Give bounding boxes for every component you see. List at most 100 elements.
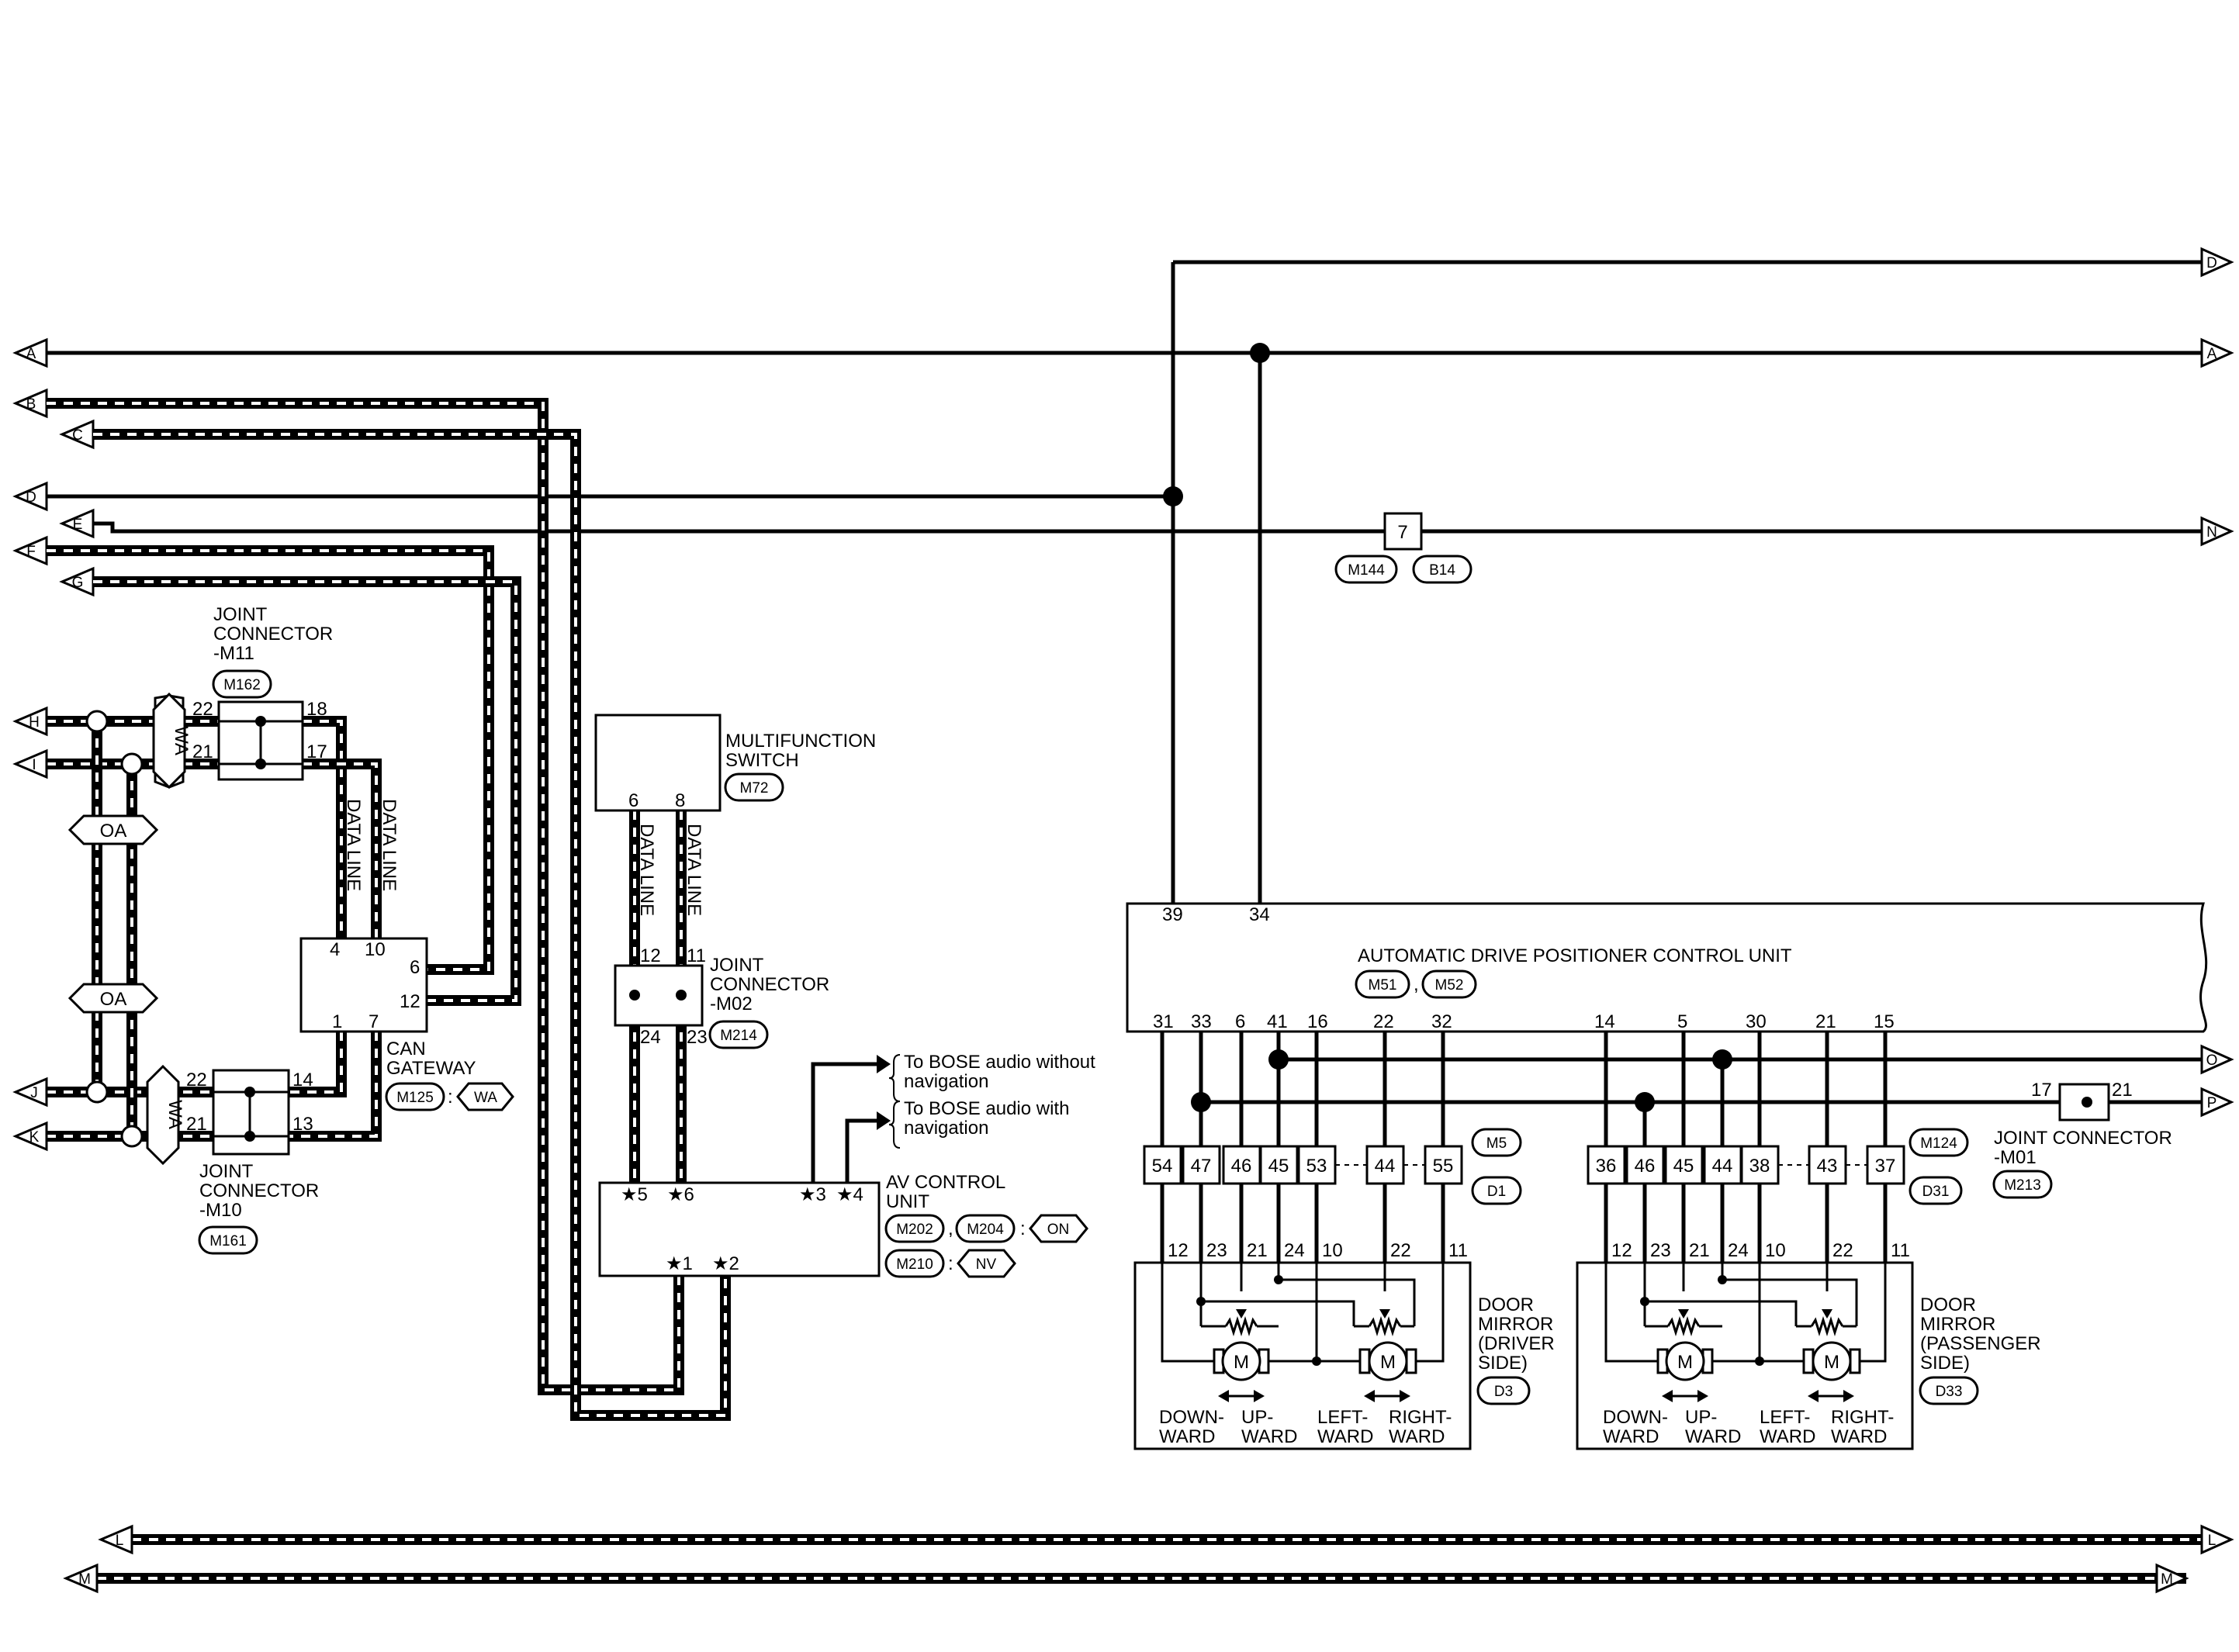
svg-text:navigation: navigation <box>904 1118 988 1139</box>
svg-text:WA: WA <box>164 1100 185 1129</box>
svg-text:1: 1 <box>332 1011 342 1032</box>
svg-text:M72: M72 <box>740 780 769 797</box>
offpage-left-d: D <box>12 481 48 512</box>
svg-text:18: 18 <box>306 699 327 720</box>
svg-text:M162: M162 <box>223 677 261 693</box>
svg-text:WA: WA <box>474 1090 497 1106</box>
svg-text:A: A <box>2207 346 2217 362</box>
comm-wire-f <box>47 545 494 975</box>
offpage-left-components: H I J K <box>12 706 48 1152</box>
svg-text:M214: M214 <box>720 1028 757 1044</box>
svg-text:P: P <box>2207 1095 2217 1111</box>
adp-output-wires <box>1160 1032 2202 1146</box>
svg-text:LEFT-: LEFT- <box>1760 1407 1810 1428</box>
svg-text:AV CONTROL: AV CONTROL <box>886 1172 1005 1193</box>
offpage-bottom-connectors: L L M M <box>63 1524 2234 1594</box>
svg-text:OA: OA <box>100 821 127 842</box>
wire-e-n <box>93 521 2202 534</box>
comm-wires <box>47 398 2202 1584</box>
offpage-left-l: L <box>98 1524 133 1555</box>
svg-text:22: 22 <box>192 699 213 720</box>
svg-text:UP-: UP- <box>1685 1407 1717 1428</box>
offpage-right-n: N <box>2200 516 2234 547</box>
offpage-right-l: L <box>2200 1524 2234 1555</box>
svg-text:,: , <box>948 1218 953 1239</box>
svg-text:L: L <box>2208 1533 2217 1549</box>
svg-text:7: 7 <box>1397 522 1407 543</box>
svg-text:M204: M204 <box>967 1222 1004 1238</box>
svg-text:16: 16 <box>1307 1011 1328 1032</box>
svg-text:★3: ★3 <box>799 1184 826 1205</box>
svg-text:★4: ★4 <box>836 1184 863 1205</box>
svg-text:M: M <box>1824 1352 1839 1373</box>
option-wa-lower: WA <box>146 1064 185 1166</box>
joint-connector-m01: 17 21 JOINT CONNECTOR -M01 M213 <box>1992 1080 2172 1199</box>
harness-connector-passenger: 36 46 45 44 38 43 37 M124 D31 <box>1587 1128 1969 1205</box>
svg-text:DOWN-: DOWN- <box>1159 1407 1224 1428</box>
svg-text:SIDE): SIDE) <box>1920 1353 1970 1374</box>
svg-text:36: 36 <box>1596 1156 1617 1177</box>
svg-text:WA: WA <box>171 726 192 755</box>
svg-text:11: 11 <box>1448 1240 1468 1261</box>
svg-text:53: 53 <box>1306 1156 1327 1177</box>
svg-text:41: 41 <box>1267 1011 1288 1032</box>
svg-text:K: K <box>29 1129 40 1146</box>
svg-text:M51: M51 <box>1369 977 1397 994</box>
svg-text:32: 32 <box>1431 1011 1452 1032</box>
svg-text:33: 33 <box>1191 1011 1212 1032</box>
svg-text:-M01: -M01 <box>1994 1147 2037 1168</box>
offpage-right-d: D <box>2200 247 2234 278</box>
svg-text:To BOSE audio without: To BOSE audio without <box>904 1052 1095 1073</box>
svg-text:23: 23 <box>1650 1240 1671 1261</box>
svg-text:DATA LINE: DATA LINE <box>379 799 400 891</box>
svg-text:11: 11 <box>687 945 706 966</box>
svg-text:M: M <box>1234 1352 1249 1373</box>
svg-text:12: 12 <box>400 991 420 1012</box>
svg-text:55: 55 <box>1433 1156 1454 1177</box>
svg-text:RIGHT-: RIGHT- <box>1389 1407 1452 1428</box>
svg-text:44: 44 <box>1375 1156 1396 1177</box>
svg-text:14: 14 <box>1594 1011 1615 1032</box>
offpage-left-c: C <box>59 419 95 450</box>
svg-text:M: M <box>2161 1571 2173 1588</box>
svg-text:OA: OA <box>100 989 127 1010</box>
offpage-left-a: A <box>12 337 48 368</box>
offpage-left-m: M <box>63 1563 99 1594</box>
svg-text:44: 44 <box>1712 1156 1733 1177</box>
svg-text:SIDE): SIDE) <box>1478 1353 1528 1374</box>
svg-text:RIGHT-: RIGHT- <box>1831 1407 1894 1428</box>
svg-text:23: 23 <box>687 1027 708 1048</box>
svg-text:21: 21 <box>1815 1011 1836 1032</box>
svg-text:-M11: -M11 <box>213 643 254 664</box>
joint-connector-m02: 12 11 24 23 JOINT CONNECTOR -M02 M214 <box>614 945 829 1049</box>
motor-leftright-passenger: M <box>1802 1341 1861 1381</box>
svg-text:24: 24 <box>1728 1240 1749 1261</box>
offpage-right-m: M <box>2155 1563 2189 1594</box>
bose-output-wires: To BOSE audio without navigation To BOSE… <box>811 1052 1095 1183</box>
svg-text:L: L <box>116 1533 124 1549</box>
svg-text:WARD: WARD <box>1603 1426 1659 1447</box>
svg-text:22: 22 <box>1832 1240 1853 1261</box>
svg-text::: : <box>1020 1218 1026 1239</box>
svg-text:WARD: WARD <box>1685 1426 1741 1447</box>
comm-wire-g <box>93 576 521 1006</box>
svg-text:10: 10 <box>1765 1240 1786 1261</box>
svg-text:DOOR: DOOR <box>1920 1294 1976 1315</box>
svg-text:B: B <box>26 396 36 413</box>
svg-text:M125: M125 <box>396 1090 434 1106</box>
svg-text:AUTOMATIC DRIVE POSITIONER CON: AUTOMATIC DRIVE POSITIONER CONTROL UNIT <box>1358 945 1792 966</box>
offpage-left-connectors: A B C D E F G <box>12 337 95 597</box>
svg-text:M202: M202 <box>896 1222 933 1238</box>
joint-connector-m11: JOINT CONNECTOR -M11 M162 22 18 21 17 <box>192 604 333 781</box>
svg-text:12: 12 <box>1168 1240 1189 1261</box>
svg-text:G: G <box>72 575 84 591</box>
svg-text:CONNECTOR: CONNECTOR <box>199 1180 319 1201</box>
svg-text:23: 23 <box>1206 1240 1227 1261</box>
svg-text:22: 22 <box>1390 1240 1411 1261</box>
svg-text:M: M <box>78 1571 91 1588</box>
svg-text:CONNECTOR: CONNECTOR <box>710 974 829 995</box>
svg-text:WARD: WARD <box>1389 1426 1445 1447</box>
comm-wire-m11-18 <box>303 716 347 938</box>
svg-text:17: 17 <box>2031 1080 2052 1101</box>
offpage-right-p: P <box>2200 1087 2234 1118</box>
